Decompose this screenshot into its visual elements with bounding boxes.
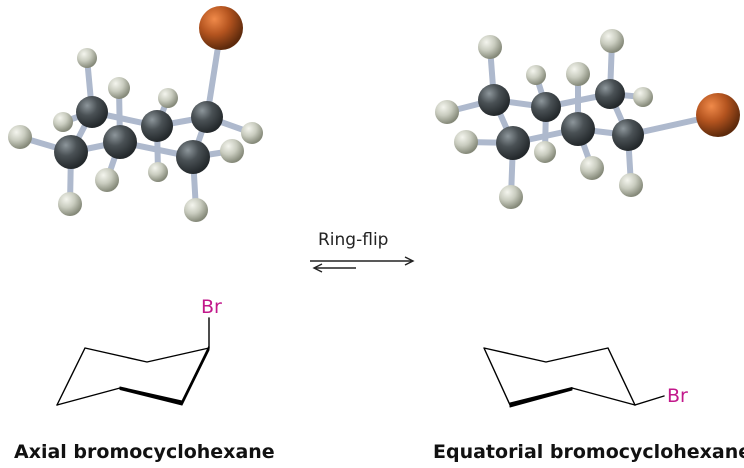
equatorial-c-br-bond xyxy=(634,395,665,406)
equatorial-model-atoms xyxy=(435,29,740,209)
carbon-atom xyxy=(191,101,223,133)
hydrogen-atom xyxy=(95,168,119,192)
hydrogen-atom xyxy=(534,141,556,163)
equilibrium-arrows xyxy=(310,256,415,273)
hydrogen-atom xyxy=(566,62,590,86)
carbon-atom xyxy=(561,112,595,146)
equatorial-chair-structure xyxy=(483,347,665,408)
hydrogen-atom xyxy=(58,192,82,216)
hydrogen-atom xyxy=(499,185,523,209)
hydrogen-atom xyxy=(184,198,208,222)
hydrogen-atom xyxy=(435,100,459,124)
hydrogen-atom xyxy=(53,112,73,132)
carbon-atom xyxy=(54,135,88,169)
ring-flip-label: Ring-flip xyxy=(318,230,389,250)
axial-ball-and-stick-model xyxy=(8,6,263,222)
carbon-atom xyxy=(612,119,644,151)
hydrogen-atom xyxy=(241,122,263,144)
axial-substituent-label: Br xyxy=(201,296,222,318)
hydrogen-atom xyxy=(600,29,624,53)
hydrogen-atom xyxy=(526,65,546,85)
carbon-atom xyxy=(176,140,210,174)
axial-model-atoms xyxy=(8,6,263,222)
hydrogen-atom xyxy=(148,162,168,182)
carbon-atom xyxy=(141,110,173,142)
bromine-atom xyxy=(199,6,243,50)
hydrogen-atom xyxy=(220,139,244,163)
hydrogen-atom xyxy=(8,125,32,149)
hydrogen-atom xyxy=(478,35,502,59)
carbon-atom xyxy=(103,125,137,159)
hydrogen-atom xyxy=(580,156,604,180)
hydrogen-atom xyxy=(454,130,478,154)
bromine-atom xyxy=(696,93,740,137)
hydrogen-atom xyxy=(158,88,178,108)
hydrogen-atom xyxy=(108,77,130,99)
carbon-atom xyxy=(478,84,510,116)
equatorial-caption: Equatorial bromocyclohexane xyxy=(433,441,744,463)
axial-chair-structure xyxy=(56,317,210,406)
hydrogen-atom xyxy=(77,48,97,68)
equatorial-substituent-label: Br xyxy=(667,385,688,407)
carbon-atom xyxy=(531,92,561,122)
hydrogen-atom xyxy=(619,173,643,197)
hydrogen-atom xyxy=(633,87,653,107)
carbon-atom xyxy=(496,126,530,160)
equatorial-ball-and-stick-model xyxy=(435,29,740,209)
axial-caption: Axial bromocyclohexane xyxy=(14,441,275,463)
carbon-atom xyxy=(595,79,625,109)
carbon-atom xyxy=(76,96,108,128)
